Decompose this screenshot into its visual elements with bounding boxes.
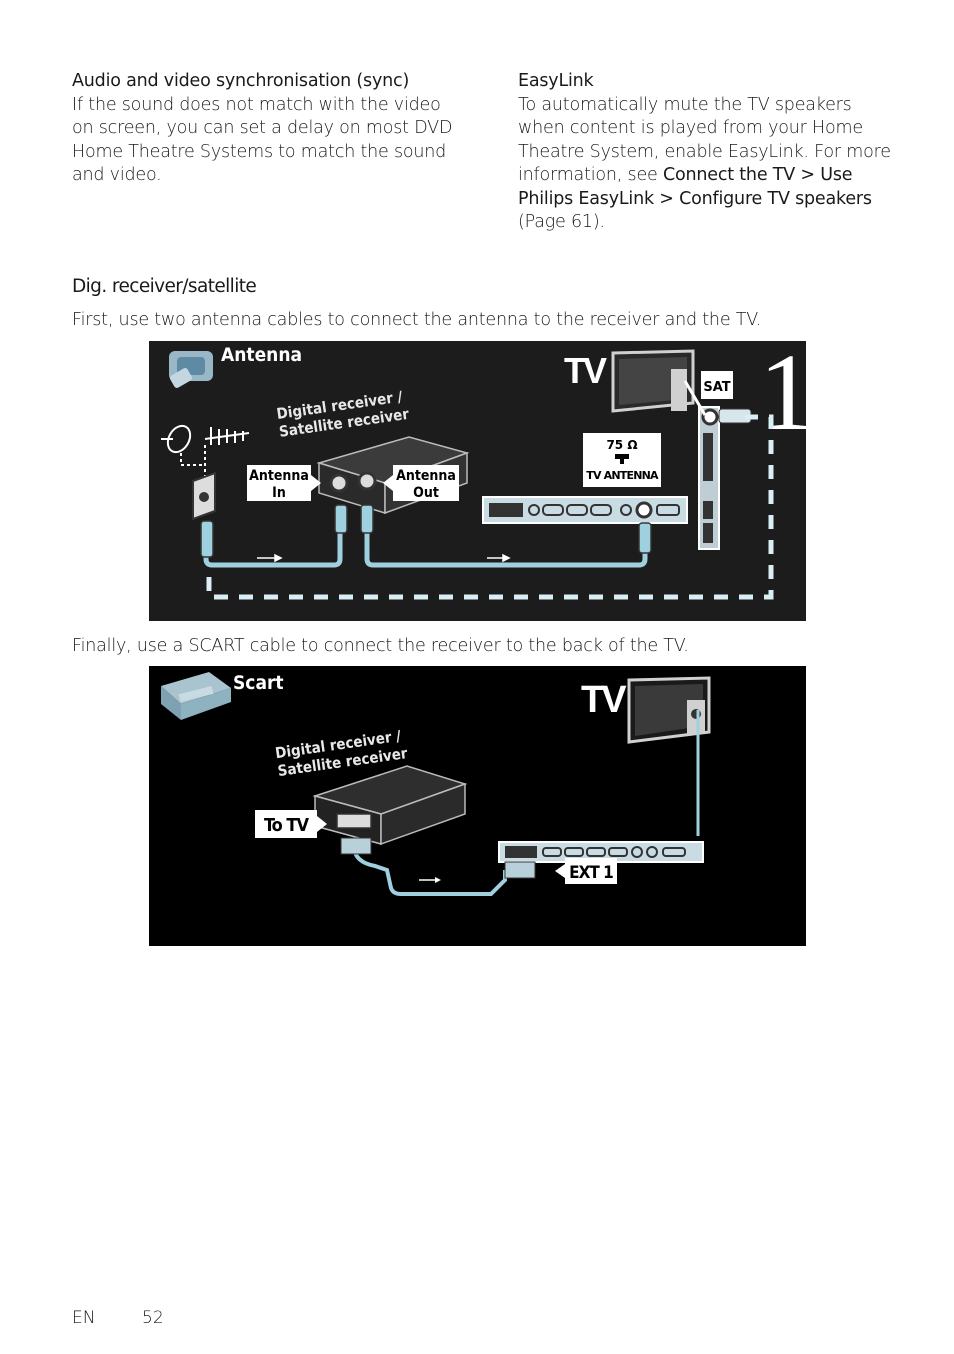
antenna-in-label: Antenna In [247, 465, 321, 501]
scart-title: Scart [233, 672, 284, 694]
direction-arrows [257, 553, 511, 563]
scart-receiver-box [312, 765, 468, 846]
tv-icon [611, 349, 695, 413]
easylink-line: Theatre System, enable EasyLink. For mor… [518, 141, 891, 162]
scart-tv-connector-strip [498, 841, 704, 863]
sync-line: and video. [72, 165, 162, 185]
antenna-in-line1: Antenna [249, 468, 309, 484]
step-number: 1 [759, 341, 806, 453]
easylink-line: information, see Connect the TV > Use [518, 164, 898, 188]
scart-cable [340, 837, 536, 896]
antenna-out-label: Antenna Out [383, 465, 459, 501]
ext1-text: EXT 1 [569, 863, 613, 883]
sync-line: on screen, you can set a delay on most D… [72, 118, 453, 138]
antenna-out-line2: Out [413, 485, 439, 501]
scart-diagram: Scart TV Digital receiver / Satellite re… [149, 666, 806, 946]
dashed-cable-loop [206, 414, 774, 600]
tv-label: TV [564, 350, 607, 391]
tv-connector-strip [482, 496, 688, 524]
to-tv-text: To TV [264, 815, 309, 836]
footer-language: EN [72, 1308, 96, 1328]
easylink-heading: EasyLink [518, 71, 594, 91]
easylink-link[interactable]: Connect the TV > Use [662, 165, 853, 185]
easylink-prefix: information, see [518, 165, 663, 185]
scart-diagram-svg: Scart TV Digital receiver / Satellite re… [161, 672, 711, 896]
footer-page-number: 52 [142, 1308, 164, 1328]
section-title: Dig. receiver/satellite [72, 276, 257, 297]
to-tv-label: To TV [255, 810, 327, 838]
sat-label: SAT [703, 380, 730, 395]
tv-antenna-badge: 75 Ω TV ANTENNA [583, 433, 661, 487]
antenna-diagram: Antenna 1 TV SAT 75 Ω TV ANTENNA [149, 341, 806, 621]
antenna-diagram-svg: Antenna 1 TV SAT 75 Ω TV ANTENNA [161, 341, 806, 600]
antenna-title: Antenna [221, 344, 302, 366]
easylink-line: when content is played from your Home [518, 118, 863, 138]
easylink-line: To automatically mute the TV speakers [518, 94, 852, 115]
scart-tv-icon [627, 676, 711, 744]
ext1-label: EXT 1 [555, 858, 617, 884]
tv-antenna-label: TV ANTENNA [586, 469, 659, 482]
sync-line: If the sound does not match with the vid… [72, 94, 441, 115]
wall-socket-icon [192, 471, 216, 521]
scart-plug-icon [161, 672, 231, 720]
ohm-label: 75 Ω [606, 438, 637, 452]
sync-section: Audio and video synchronisation (sync) I… [72, 70, 472, 188]
easylink-link-cont[interactable]: Philips EasyLink > Configure TV speakers [518, 188, 872, 209]
sync-heading: Audio and video synchronisation (sync) [72, 71, 410, 91]
antenna-out-line1: Antenna [396, 468, 456, 484]
antenna-cables [203, 527, 648, 568]
scart-tv-label: TV [581, 679, 627, 721]
easylink-section: EasyLink To automatically mute the TV sp… [518, 70, 898, 235]
aerial-icon [161, 424, 250, 479]
section-para-1: First, use two antenna cables to connect… [72, 310, 762, 330]
coax-plug-icon [169, 351, 213, 388]
easylink-page-ref: (Page 61). [518, 212, 605, 232]
sync-line: Home Theatre Systems to match the sound [72, 141, 447, 162]
section-para-2: Finally, use a SCART cable to connect th… [72, 636, 689, 656]
sat-badge: SAT [701, 371, 733, 399]
antenna-in-line2: In [272, 485, 286, 501]
